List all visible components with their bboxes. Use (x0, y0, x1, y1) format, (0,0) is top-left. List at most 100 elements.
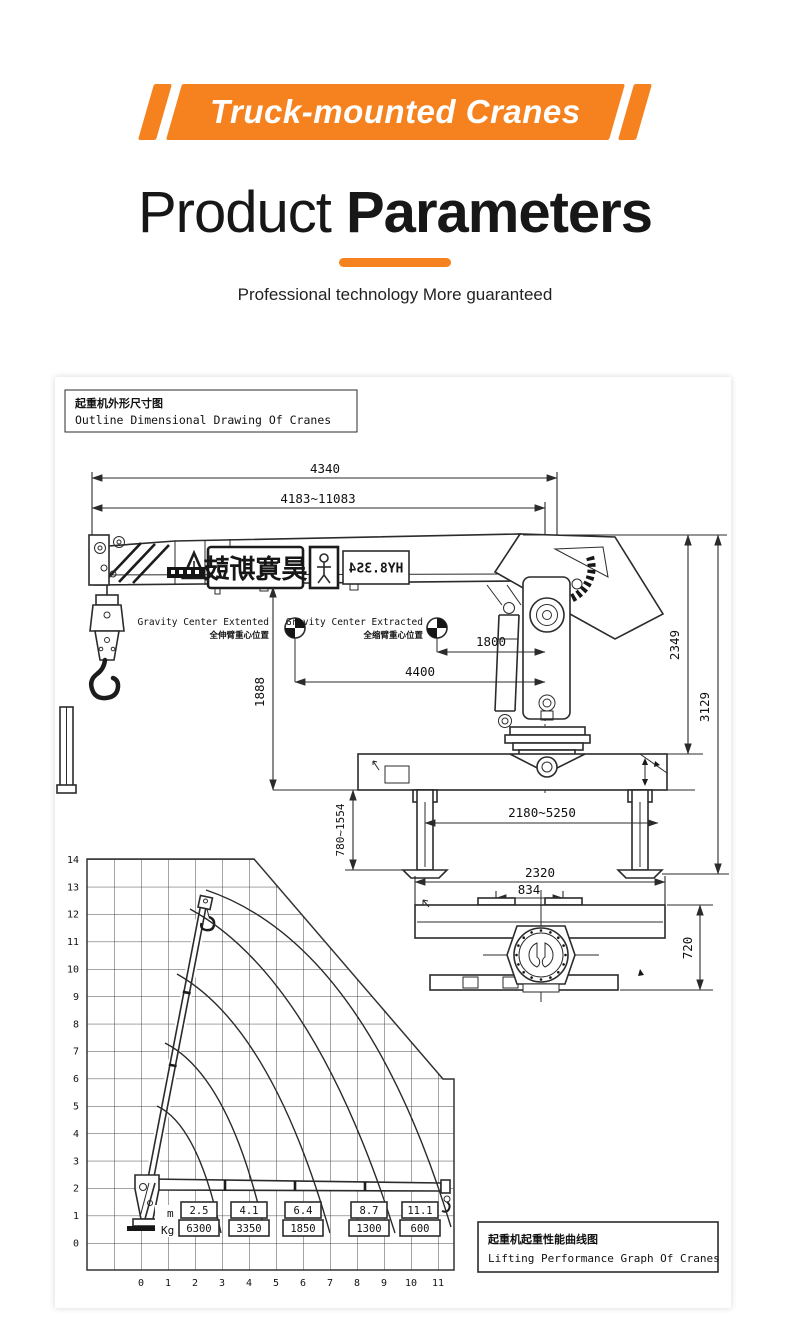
svg-text:6.4: 6.4 (294, 1205, 313, 1217)
base-frame-top (414, 890, 666, 1002)
dim-834: 834 (518, 882, 541, 897)
front-jack (56, 706, 77, 794)
svg-text:1300: 1300 (356, 1223, 381, 1235)
outline-label-en: Outline Dimensional Drawing Of Cranes (75, 413, 331, 427)
page-title: Product Parameters (0, 184, 790, 242)
svg-text:2: 2 (192, 1278, 198, 1289)
svg-text:4: 4 (246, 1278, 252, 1289)
svg-text:1: 1 (165, 1278, 171, 1289)
banner-label: Truck-mounted Cranes (209, 93, 581, 130)
drawing-card: 起重机外形尺寸图 Outline Dimensional Drawing Of … (55, 377, 731, 1308)
svg-text:8: 8 (73, 1019, 79, 1030)
load-table-col-1: 2.5 6300 (178, 1201, 220, 1237)
load-chart: 0 1 2 3 4 5 6 7 8 9 10 11 12 13 14 0 1 2… (67, 855, 455, 1289)
svg-text:9: 9 (381, 1278, 387, 1289)
row-label-capacity: Kg (161, 1224, 174, 1237)
slewing-bearing-top (506, 925, 576, 985)
dim-720: 720 (680, 937, 695, 960)
gravity-retracted-label-cn: 全缩臂重心位置 (362, 630, 423, 641)
outline-drawing-label-box: 起重机外形尺寸图 Outline Dimensional Drawing Of … (64, 389, 358, 433)
boom-gusset (493, 533, 665, 640)
crane-drawing-svg: 起重机外形尺寸图 Outline Dimensional Drawing Of … (56, 389, 729, 1289)
load-curve-1850kg (176, 973, 331, 1234)
model-decal: HY8.3S4 (342, 550, 410, 585)
dim-4400: 4400 (405, 664, 435, 679)
performance-label-cn: 起重机起重性能曲线图 (487, 1232, 598, 1246)
performance-label-en: Lifting Performance Graph Of Cranes (488, 1252, 720, 1265)
gravity-center-retracted-icon (426, 617, 448, 639)
dim-2349: 2349 (667, 630, 682, 660)
model-decal-text: HY8.3S4 (348, 562, 403, 577)
chart-crane-base (127, 1174, 171, 1231)
load-table: m Kg 2.5 6300 4.1 3350 6.4 1850 (155, 1201, 441, 1237)
banner-right-slash-icon (618, 84, 653, 140)
load-table-col-5: 11.1 600 (399, 1201, 441, 1237)
chart-raised-boom (146, 894, 216, 1184)
dim-3129: 3129 (697, 692, 712, 722)
svg-text:4: 4 (73, 1129, 79, 1140)
svg-text:13: 13 (67, 882, 79, 893)
svg-text:4.1: 4.1 (240, 1205, 259, 1217)
row-label-radius: m (167, 1207, 174, 1220)
gravity-retracted-label: Gravity Center Extracted (286, 617, 423, 628)
top-view-drawing: 2320 834 (414, 865, 713, 1002)
svg-text:6: 6 (73, 1074, 79, 1085)
svg-text:600: 600 (411, 1223, 430, 1235)
outrigger-beam (357, 753, 668, 791)
dim-1800: 1800 (476, 634, 506, 649)
svg-text:11: 11 (432, 1278, 444, 1289)
svg-text:7: 7 (73, 1047, 79, 1058)
y-axis-ticks: 0 1 2 3 4 5 6 7 8 9 10 11 12 13 14 (67, 855, 79, 1250)
svg-text:1850: 1850 (290, 1223, 315, 1235)
dim-base-width (414, 876, 666, 905)
svg-text:12: 12 (67, 910, 79, 921)
svg-text:3: 3 (73, 1156, 79, 1167)
svg-text:3: 3 (219, 1278, 225, 1289)
svg-text:11.1: 11.1 (407, 1205, 432, 1217)
dim-base-depth (620, 904, 713, 991)
gravity-centers: Gravity Center Extented 全伸臂重心位置 Gravity … (137, 617, 448, 682)
svg-text:10: 10 (67, 965, 79, 976)
hose-chain-icon (562, 555, 596, 605)
dim-4183-11083: 4183~11083 (280, 491, 355, 506)
svg-text:11: 11 (67, 937, 79, 948)
svg-text:8: 8 (354, 1278, 360, 1289)
dim-overall-height (662, 534, 729, 875)
side-view-drawing: 4340 4183~11083 (56, 461, 729, 879)
hook-block (88, 585, 125, 701)
x-axis-ticks: 0 1 2 3 4 5 6 7 8 9 10 11 (138, 1278, 444, 1289)
dim-2180-5250: 2180~5250 (508, 805, 576, 820)
warning-strip-decal (167, 567, 205, 578)
dim-2320: 2320 (525, 865, 555, 880)
svg-text:5: 5 (273, 1278, 279, 1289)
dim-leg-stroke (345, 789, 405, 871)
gravity-extended-label-cn: 全伸臂重心位置 (208, 630, 269, 641)
chart-envelope (86, 858, 455, 1271)
dim-780-1554: 780~1554 (334, 803, 347, 856)
load-table-col-3: 6.4 1850 (282, 1201, 324, 1237)
svg-text:7: 7 (327, 1278, 333, 1289)
outline-label-cn: 起重机外形尺寸图 (74, 396, 163, 410)
lift-cylinder (486, 584, 522, 728)
svg-text:5: 5 (73, 1102, 79, 1113)
load-curves (156, 889, 452, 1234)
performance-label-box: 起重机起重性能曲线图 Lifting Performance Graph Of … (477, 1221, 720, 1273)
banner-left-slash-icon (137, 84, 172, 140)
boom-halo (144, 901, 210, 1185)
person-warning-decal (308, 545, 340, 590)
svg-text:2.5: 2.5 (190, 1205, 209, 1217)
hook-icon (88, 657, 121, 701)
load-curve-1300kg (189, 908, 396, 1234)
dim-1888: 1888 (252, 677, 267, 707)
svg-text:6: 6 (300, 1278, 306, 1289)
svg-text:9: 9 (73, 992, 79, 1003)
page-title-light: Product (137, 180, 332, 245)
brand-decal: 昊寬斯鼓 (203, 545, 308, 590)
dim-4340: 4340 (310, 461, 340, 476)
svg-text:2: 2 (73, 1184, 79, 1195)
category-banner: Truck-mounted Cranes (0, 84, 790, 140)
svg-text:10: 10 (405, 1278, 417, 1289)
svg-text:14: 14 (67, 855, 79, 866)
brand-decal-text: 昊寬斯鼓 (203, 554, 308, 585)
load-table-col-4: 8.7 1300 (348, 1201, 390, 1237)
